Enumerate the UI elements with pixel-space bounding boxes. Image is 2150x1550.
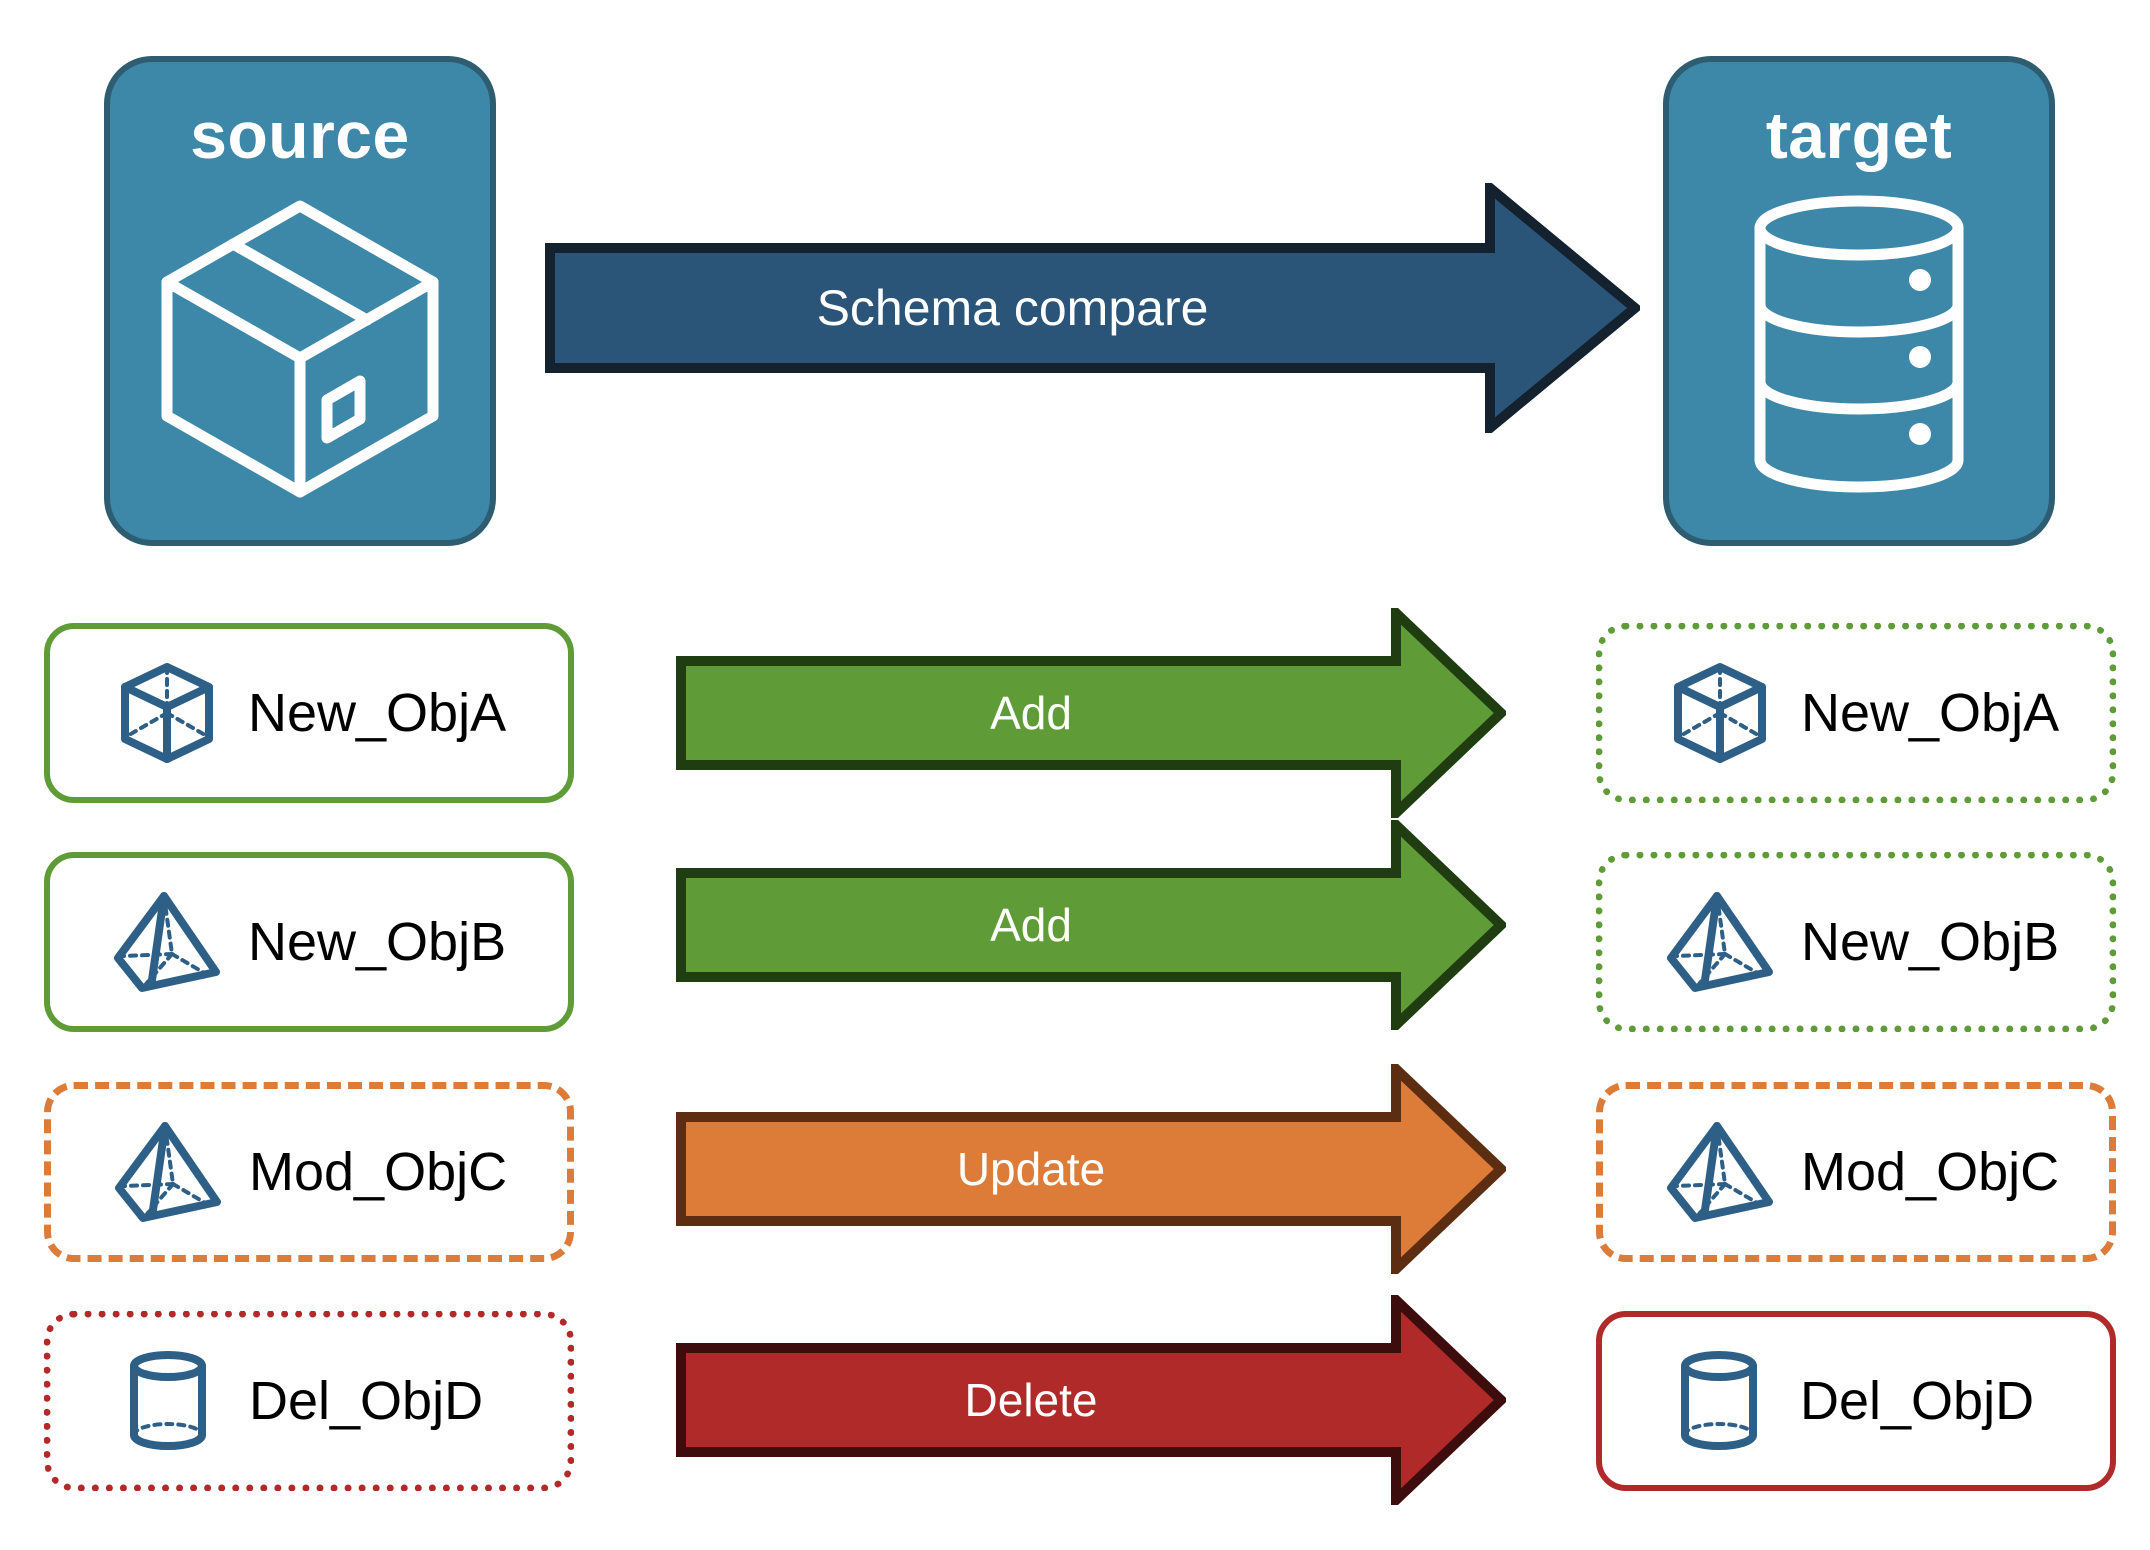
target-object-label: Del_ObjD: [1800, 1371, 2035, 1431]
package-box-icon: [155, 194, 445, 509]
source-object-label: New_ObjA: [248, 683, 507, 743]
add-arrow-label-b: Add: [990, 899, 1072, 951]
wireframe-cube-icon: [112, 661, 222, 765]
delete-arrow-label: Delete: [964, 1374, 1098, 1426]
wireframe-pyramid-icon: [1665, 888, 1775, 996]
update-arrow-row-c: Update: [676, 1064, 1506, 1274]
wireframe-cylinder-icon: [113, 1349, 223, 1453]
wireframe-cube-icon: [1665, 661, 1775, 765]
database-cylinder-icon: [1744, 194, 1974, 499]
source-object-card-del-objd[interactable]: Del_ObjD: [44, 1311, 574, 1491]
wireframe-pyramid-icon: [113, 1118, 223, 1226]
add-arrow-label-a: Add: [990, 687, 1072, 739]
add-arrow-row-a: Add: [676, 608, 1506, 818]
schema-compare-arrow: Schema compare: [545, 183, 1640, 433]
source-object-label: Del_ObjD: [249, 1371, 484, 1431]
schema-compare-label: Schema compare: [816, 280, 1209, 336]
target-object-label: New_ObjA: [1801, 683, 2060, 743]
source-object-card-mod-objc[interactable]: Mod_ObjC: [44, 1082, 574, 1262]
wireframe-pyramid-icon: [112, 888, 222, 996]
target-object-card-new-objb[interactable]: New_ObjB: [1596, 852, 2116, 1032]
target-object-card-del-objd[interactable]: Del_ObjD: [1596, 1311, 2116, 1491]
target-object-card-new-obja[interactable]: New_ObjA: [1596, 623, 2116, 803]
source-object-card-new-obja[interactable]: New_ObjA: [44, 623, 574, 803]
source-object-label: New_ObjB: [248, 912, 507, 972]
delete-arrow-row-d: Delete: [676, 1295, 1506, 1505]
update-arrow-label: Update: [956, 1143, 1106, 1195]
target-title: target: [1765, 98, 1953, 172]
source-title: source: [190, 98, 410, 172]
target-object-label: Mod_ObjC: [1801, 1142, 2060, 1202]
target-object-label: New_ObjB: [1801, 912, 2060, 972]
source-object-card-new-objb[interactable]: New_ObjB: [44, 852, 574, 1032]
wireframe-cylinder-icon: [1664, 1349, 1774, 1453]
target-object-card-mod-objc[interactable]: Mod_ObjC: [1596, 1082, 2116, 1262]
source-endpoint-card: source: [104, 56, 496, 546]
target-endpoint-card: target: [1663, 56, 2055, 546]
wireframe-pyramid-icon: [1665, 1118, 1775, 1226]
add-arrow-row-b: Add: [676, 820, 1506, 1030]
source-object-label: Mod_ObjC: [249, 1142, 508, 1202]
